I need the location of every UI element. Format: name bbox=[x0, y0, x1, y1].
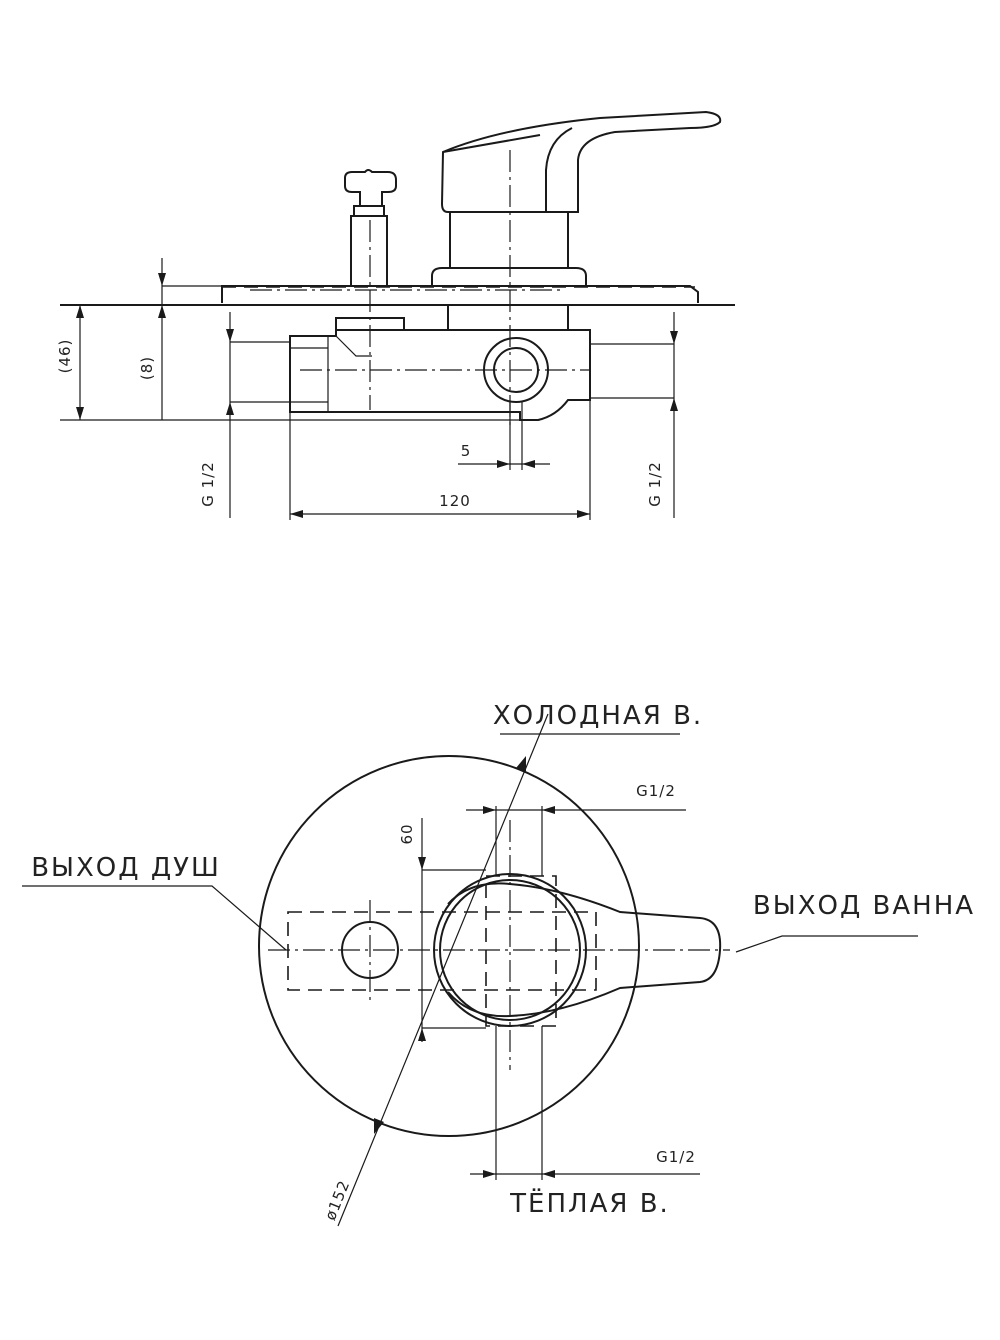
cover-plate bbox=[221, 285, 699, 303]
dimension-diameter: ø152 bbox=[321, 713, 549, 1227]
thread-bottom-label: G1/2 bbox=[656, 1148, 696, 1166]
dimension-depth: (46) bbox=[56, 305, 540, 421]
bath-outlet-label: ВЫХОД ВАННА bbox=[753, 891, 975, 921]
dim-thread-left-label: G 1/2 bbox=[199, 461, 217, 507]
thread-top-label: G1/2 bbox=[636, 782, 676, 800]
dim-thread-right-label: G 1/2 bbox=[646, 461, 664, 507]
dim-spacing-label: 60 bbox=[398, 823, 416, 844]
dim-width-label: 120 bbox=[439, 492, 471, 510]
dimension-plate: (8) bbox=[138, 258, 222, 420]
cold-water-label: ХОЛОДНАЯ В. bbox=[493, 701, 703, 731]
dim-offset-label: 5 bbox=[461, 442, 472, 460]
dimension-thread-right: G 1/2 bbox=[590, 312, 678, 518]
shower-outlet-label: ВЫХОД ДУШ bbox=[31, 853, 221, 883]
lever-handle bbox=[431, 110, 722, 286]
warm-water-label: ТЁПЛАЯ В. bbox=[509, 1187, 670, 1219]
dim-depth-label: (46) bbox=[56, 339, 74, 374]
bath-outlet-leader bbox=[735, 935, 918, 953]
dim-plate-label: (8) bbox=[138, 356, 156, 380]
side-view: (46) (8) G 1/2 G 1/2 bbox=[56, 110, 735, 520]
cover-plate-circle bbox=[258, 755, 640, 1137]
valve-body bbox=[250, 150, 591, 430]
dimension-spacing: 60 bbox=[398, 818, 486, 1042]
dimension-offset: 5 bbox=[458, 402, 550, 470]
dimension-width: 120 bbox=[289, 400, 591, 520]
hidden-body bbox=[287, 911, 597, 991]
dimension-thread-left: G 1/2 bbox=[199, 312, 290, 518]
dimension-thread-top: G1/2 bbox=[466, 782, 686, 876]
hidden-inlet-block bbox=[485, 875, 557, 1027]
dimension-thread-bottom: G1/2 bbox=[470, 1026, 700, 1180]
front-view: 60 G1/2 G1/2 ø152 ХОЛОДНАЯ В bbox=[22, 701, 975, 1227]
diverter-knob bbox=[344, 169, 397, 287]
shower-outlet-leader bbox=[22, 885, 287, 951]
